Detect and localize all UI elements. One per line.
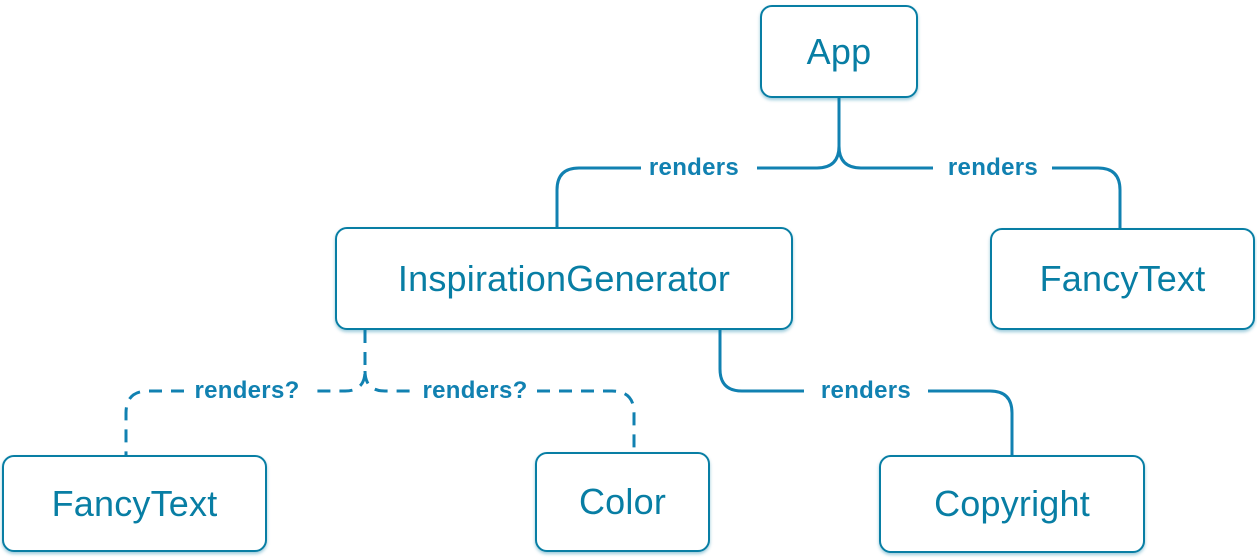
edge-label-inspiration-generator-to-copyright: renders — [820, 377, 912, 404]
node-app: App — [760, 5, 918, 98]
edge-label-inspiration-generator-to-color: renders? — [422, 377, 528, 404]
node-fancy-text-bottom: FancyText — [2, 455, 267, 552]
edge-inspiration-generator-to-fancy-text — [124, 330, 367, 455]
edge-label-app-to-fancy-text: renders — [947, 154, 1039, 181]
edge-label-inspiration-generator-to-fancy-text: renders? — [194, 377, 300, 404]
node-fancy-text-top: FancyText — [990, 228, 1255, 330]
edge-inspiration-generator-to-color — [363, 370, 636, 452]
node-inspiration-generator: InspirationGenerator — [335, 227, 793, 330]
edge-inspiration-generator-to-copyright — [718, 330, 1014, 455]
edge-app-to-fancy-text — [837, 145, 1122, 228]
edge-label-app-to-inspiration-generator: renders — [648, 154, 740, 181]
node-color: Color — [535, 452, 710, 552]
node-copyright: Copyright — [879, 455, 1145, 553]
